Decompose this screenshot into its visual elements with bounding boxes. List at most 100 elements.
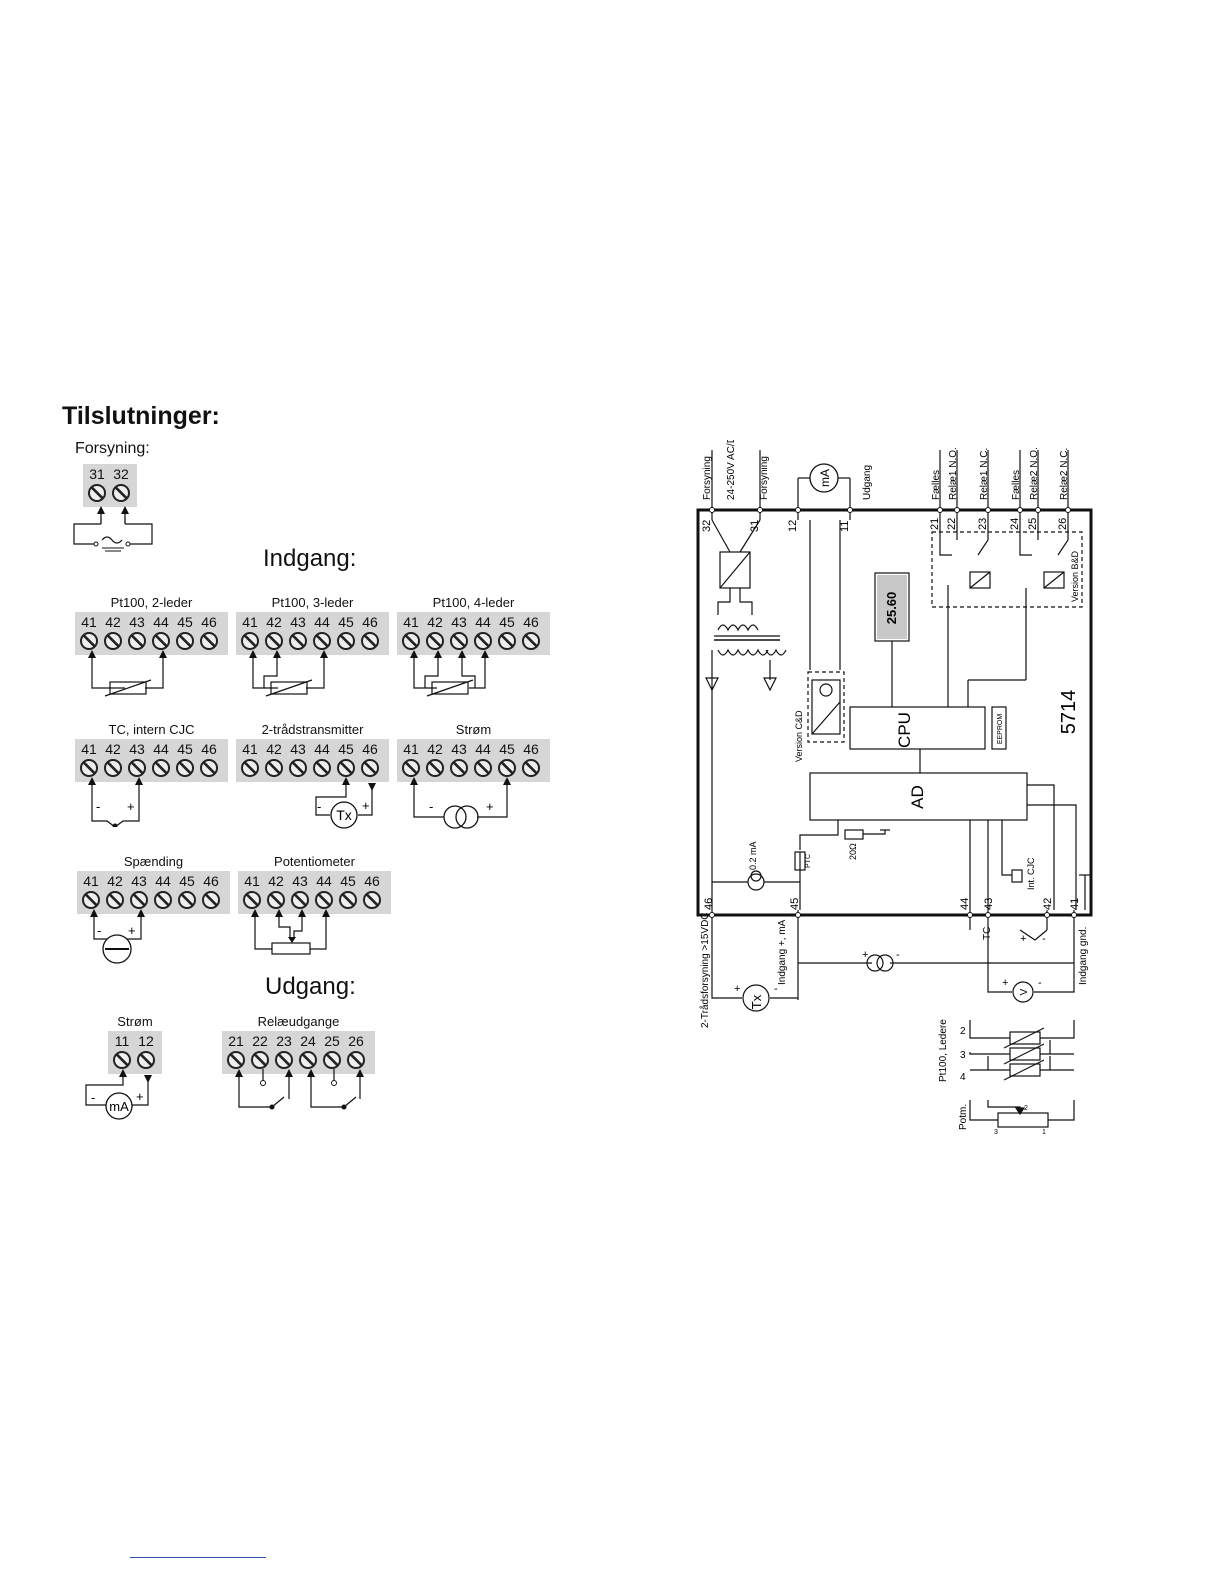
terminal-screw xyxy=(154,891,172,909)
display-value: 25.60 xyxy=(884,592,899,625)
cjc-note: Int. CJC xyxy=(1026,857,1036,890)
plus-sign: + xyxy=(362,798,370,813)
terminal-number: 24 xyxy=(1009,518,1021,530)
terminal-number: 42 xyxy=(427,741,443,757)
terminal-screw xyxy=(363,891,381,909)
terminal-number: 41 xyxy=(242,741,258,757)
voltmeter-icon xyxy=(1012,981,1034,1003)
group-label-current: Strøm xyxy=(455,722,492,737)
terminal-number: 41 xyxy=(403,741,419,757)
minus-sign: - xyxy=(96,799,100,814)
terminal-number: 41 xyxy=(81,614,97,630)
terminal-number: 46 xyxy=(201,614,217,630)
version-cd-note: Version C&D xyxy=(794,710,804,762)
terminal-number: 42 xyxy=(268,873,284,889)
milliammeter-icon xyxy=(809,463,839,493)
terminal-screw xyxy=(176,759,194,777)
terminal-screw xyxy=(265,759,283,777)
terminal-screw xyxy=(113,1051,131,1069)
terminal-screw xyxy=(339,891,357,909)
terminal-number: 24 xyxy=(300,1033,316,1049)
terminal-number: 32 xyxy=(113,466,129,482)
terminal-screw xyxy=(315,891,333,909)
terminal-number: 41 xyxy=(83,873,99,889)
tx-label: Tx xyxy=(336,807,352,823)
terminal-number: 41 xyxy=(244,873,260,889)
terminal-screw xyxy=(323,1051,341,1069)
terminal-screw xyxy=(112,484,130,502)
wire-count: 3 xyxy=(960,1050,966,1061)
top-label: Relæ1 N.C. xyxy=(979,448,990,500)
page-title: Tilslutninger: xyxy=(62,402,220,430)
terminal-number: 43 xyxy=(129,741,145,757)
potm-pin: 1 xyxy=(1042,1129,1046,1136)
top-label: Fælles xyxy=(931,470,942,500)
terminal-number: 46 xyxy=(362,614,378,630)
eeprom-block xyxy=(991,706,1007,750)
terminal-screw xyxy=(251,1051,269,1069)
terminal-number: 11 xyxy=(839,521,851,532)
terminal-number: 41 xyxy=(81,741,97,757)
terminal-screw xyxy=(152,632,170,650)
terminal-screw xyxy=(80,632,98,650)
terminal-number: 45 xyxy=(499,614,515,630)
terminal-screw xyxy=(200,759,218,777)
terminal-number: 44 xyxy=(153,741,169,757)
terminal-number: 22 xyxy=(252,1033,268,1049)
top-label: Udgang xyxy=(862,465,873,500)
terminal-number: 45 xyxy=(177,741,193,757)
terminal-number: 26 xyxy=(348,1033,364,1049)
terminal-screw xyxy=(361,632,379,650)
terminal-number: 42 xyxy=(266,741,282,757)
terminal-number: 45 xyxy=(177,614,193,630)
ad-label: AD xyxy=(908,785,927,809)
terminal-screw xyxy=(402,759,420,777)
terminal-screw xyxy=(88,484,106,502)
terminal-number: 44 xyxy=(155,873,171,889)
cpu-block xyxy=(849,706,986,750)
terminal-number: 23 xyxy=(276,1033,292,1049)
group-label-tc: TC, intern CJC xyxy=(108,722,195,737)
module-frame xyxy=(696,508,1093,917)
transmitter-icon xyxy=(742,984,770,1012)
tx-label: Tx xyxy=(749,994,764,1009)
bottom-label: Potm. xyxy=(958,1104,969,1130)
resistor-note: 20Ω xyxy=(848,843,858,860)
terminal-screw xyxy=(243,891,261,909)
bottom-label: Pt100, Ledere xyxy=(938,1019,949,1082)
minus-sign: - xyxy=(97,923,101,938)
plus-sign: + xyxy=(486,799,494,814)
potm-pin: 3 xyxy=(994,1129,998,1136)
terminal-screw xyxy=(361,759,379,777)
terminal-number: 42 xyxy=(105,614,121,630)
plus-sign: + xyxy=(1020,933,1026,945)
terminal-screw xyxy=(289,632,307,650)
bottom-label: 2-Trådsforsyning >15VDC xyxy=(699,912,711,1028)
current-source-icon xyxy=(443,805,467,829)
footer-link-line xyxy=(130,1557,266,1558)
terminal-screw xyxy=(106,891,124,909)
terminal-screw xyxy=(82,891,100,909)
terminal-number: 43 xyxy=(983,898,995,910)
input-heading: Indgang: xyxy=(263,545,357,572)
output-heading: Udgang: xyxy=(265,973,356,1000)
minus-sign: - xyxy=(429,799,433,814)
ad-block xyxy=(809,772,1028,821)
current-note: 0.2 mA xyxy=(748,841,758,870)
terminal-number: 45 xyxy=(179,873,195,889)
plus-sign: + xyxy=(862,949,868,961)
model-number: 5714 xyxy=(1058,690,1080,735)
terminal-screw xyxy=(337,759,355,777)
terminal-screw xyxy=(402,632,420,650)
terminal-screw xyxy=(227,1051,245,1069)
terminal-number: 26 xyxy=(1057,518,1069,530)
terminal-number: 25 xyxy=(1027,518,1039,530)
group-label-pt100-2: Pt100, 2-leder xyxy=(110,595,193,610)
pt100-3-wiring xyxy=(249,650,328,697)
terminal-number: 41 xyxy=(403,614,419,630)
